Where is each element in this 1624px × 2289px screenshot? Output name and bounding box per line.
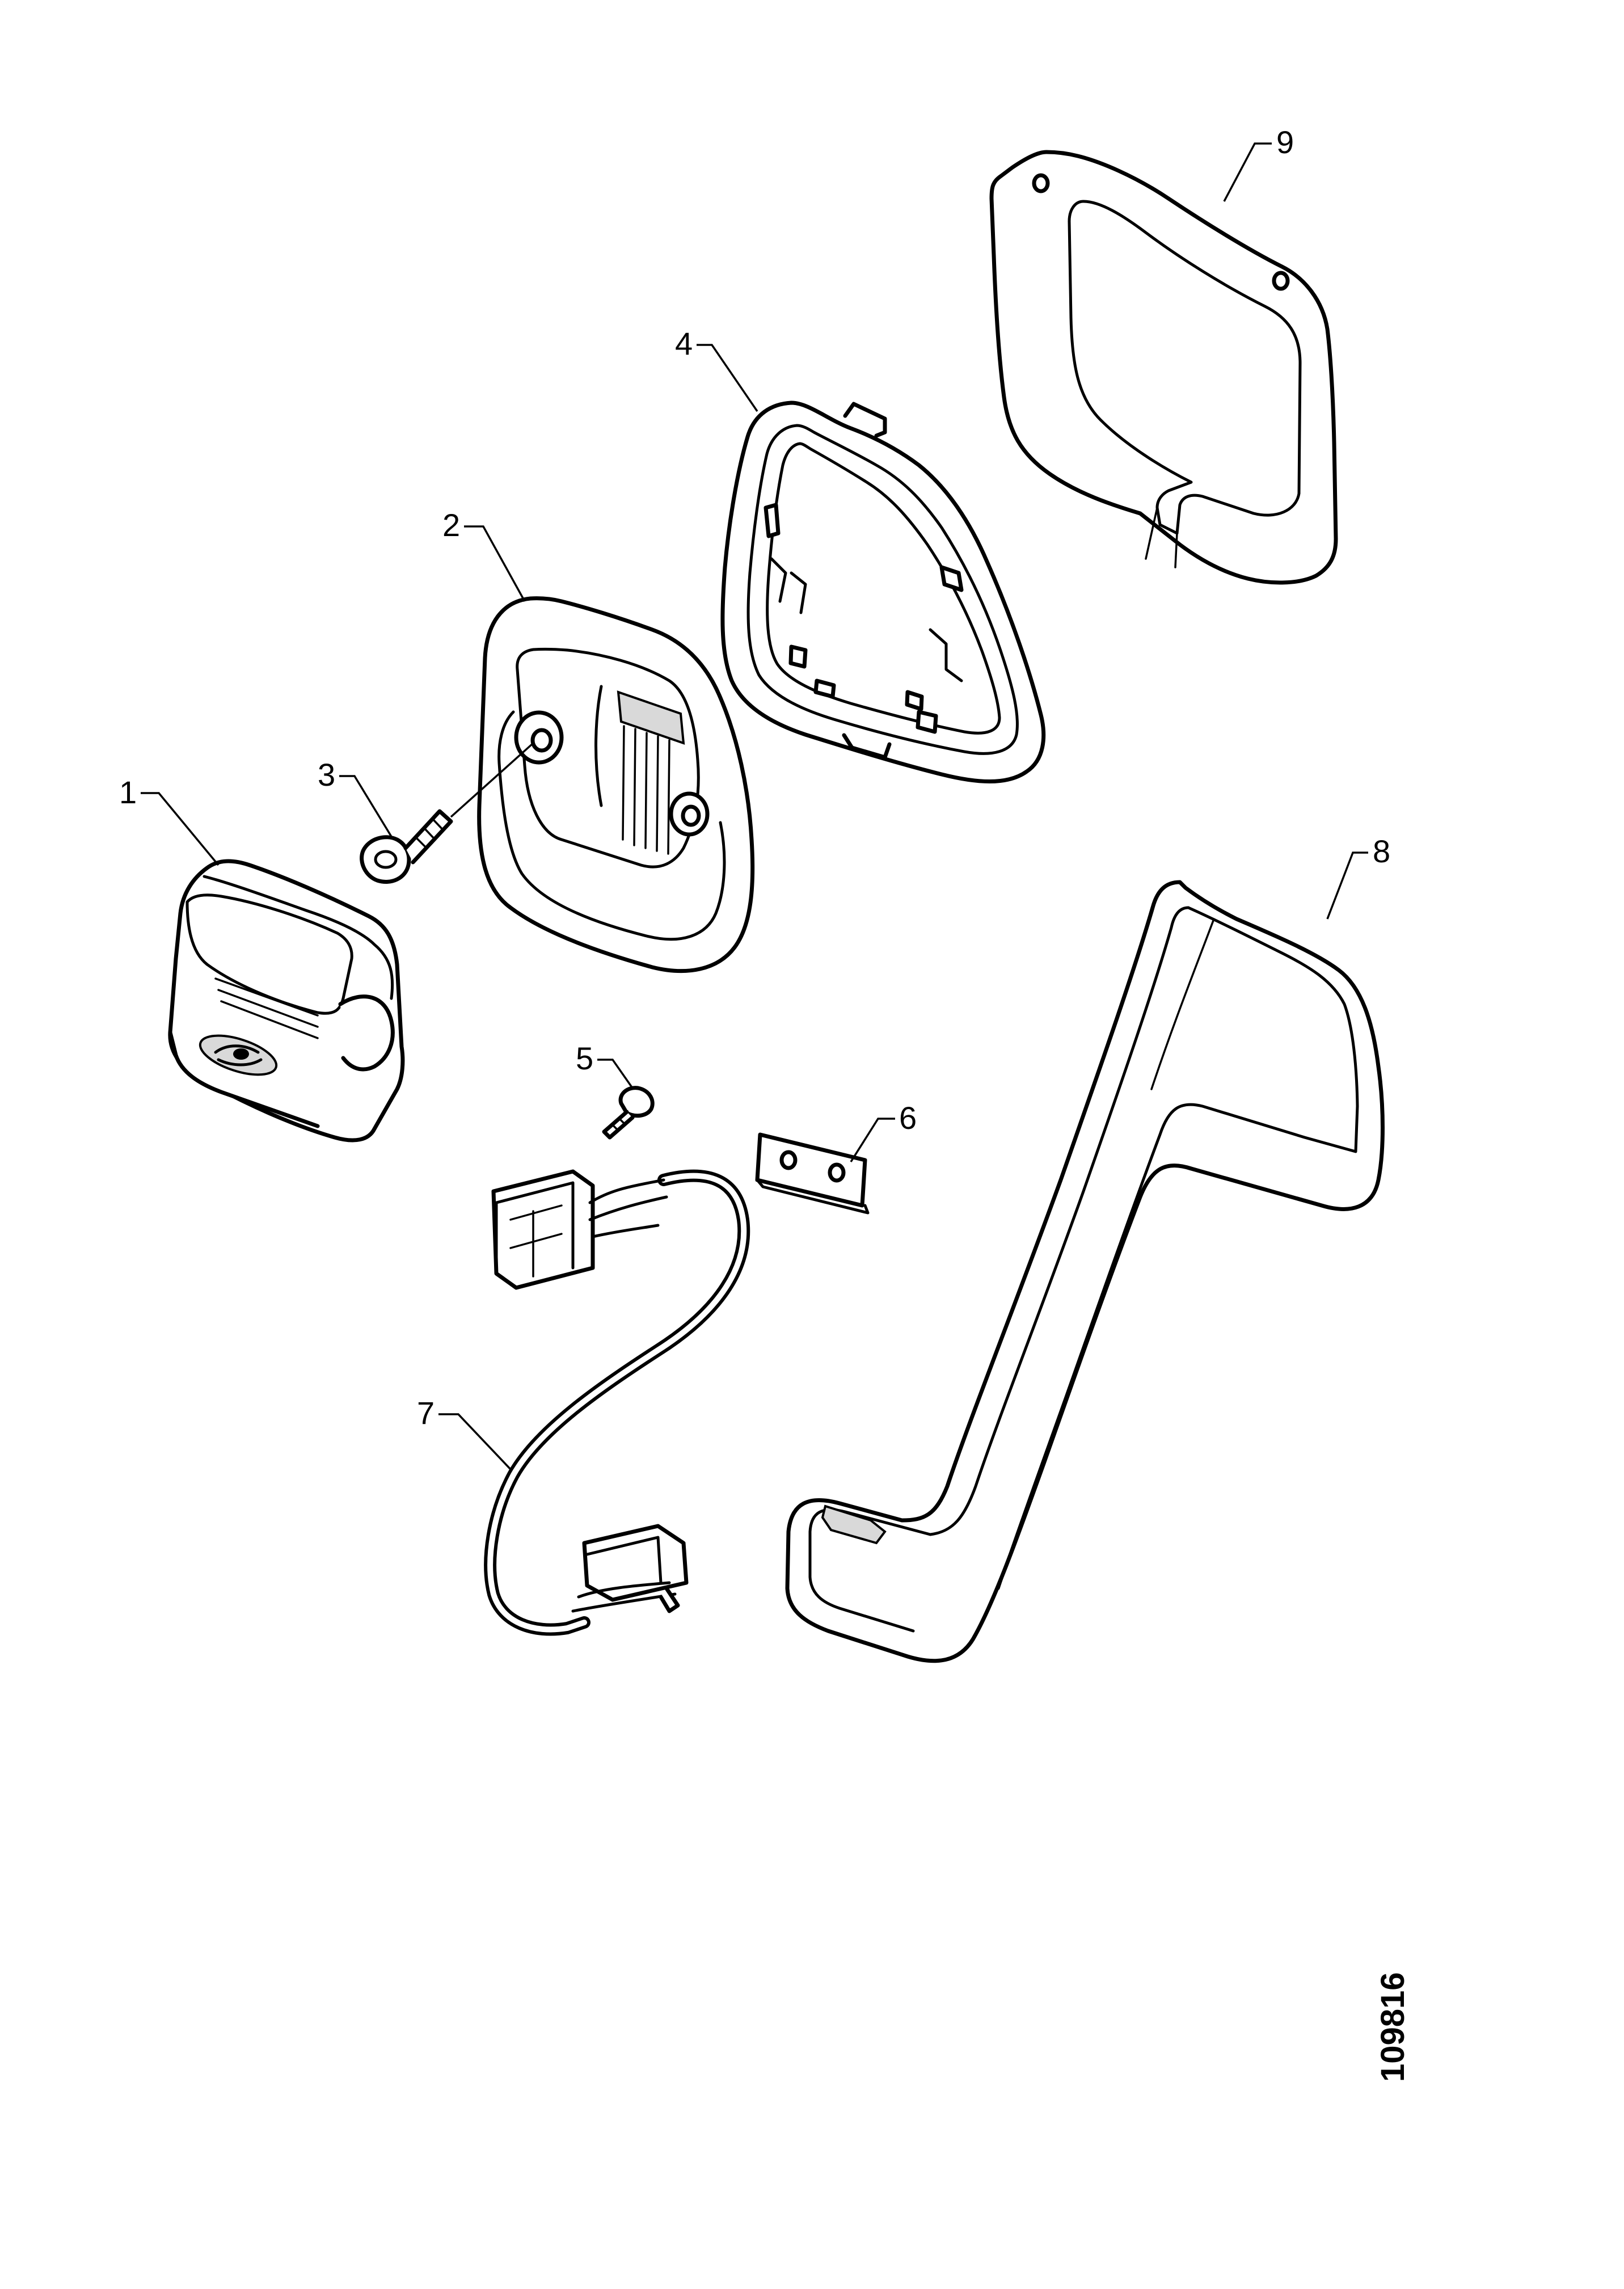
callout-3: 3 [318,757,394,839]
callout-5: 5 [576,1040,634,1089]
svg-text:1: 1 [119,774,137,810]
callout-7: 7 [417,1395,512,1470]
callout-1: 1 [119,774,220,866]
svg-text:7: 7 [417,1395,435,1431]
figure-number: 109816 [1374,1972,1411,2082]
svg-text:4: 4 [675,326,693,361]
svg-text:5: 5 [576,1040,593,1076]
part-8-gasket [785,880,1385,1663]
part-3-bolt [360,742,534,884]
svg-text:9: 9 [1276,124,1294,160]
callout-8: 8 [1326,833,1390,920]
part-7-wiring-harness [484,1169,750,1636]
part-4-bracket-frame [720,401,1046,783]
part-5-screw [602,1086,655,1140]
svg-text:3: 3 [318,757,335,792]
part-9-outer-frame [989,150,1338,585]
callout-4: 4 [675,326,758,412]
callout-6: 6 [850,1100,917,1162]
callout-9: 9 [1223,124,1294,202]
svg-text:6: 6 [899,1100,917,1136]
callout-2: 2 [442,507,526,602]
svg-text:8: 8 [1373,833,1390,869]
svg-text:2: 2 [442,507,460,543]
part-1-switch-unit [168,859,405,1143]
part-2-mounting-plate [477,596,755,973]
part-6-plate [755,1132,870,1215]
